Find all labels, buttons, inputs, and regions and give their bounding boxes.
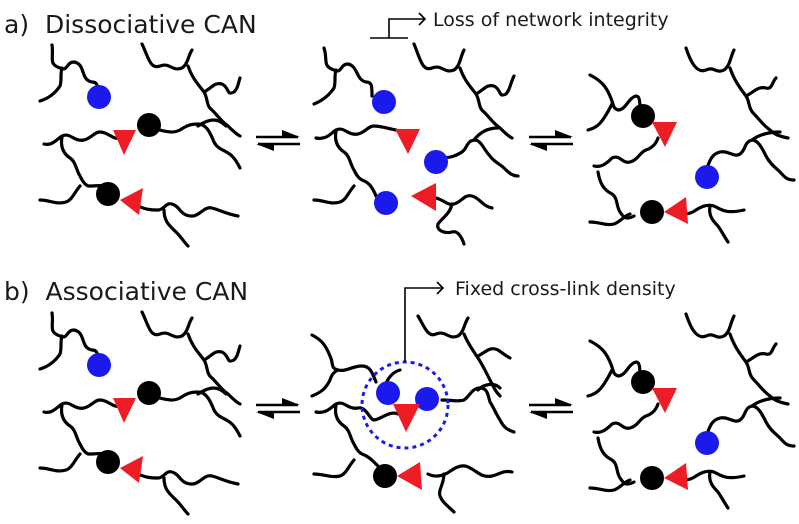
bonded-group	[96, 182, 120, 206]
exchange-partner	[664, 463, 688, 490]
equilibrium-arrows-icon	[256, 398, 300, 419]
exchange-partner	[664, 197, 688, 224]
panel-b: b) Associative CAN	[4, 277, 796, 516]
annotation-fixed-cross-link-density: Fixed cross-link density	[455, 278, 676, 300]
exchange-partner	[120, 188, 143, 215]
bonded-group	[640, 466, 664, 490]
exchange-partner	[113, 398, 136, 423]
panel-a-state-2	[312, 42, 520, 246]
equilibrium-arrows-icon	[529, 130, 573, 151]
bonded-group	[373, 464, 397, 488]
panel-a-state-3	[586, 46, 796, 244]
exchange-partner	[652, 388, 677, 413]
panel-a: a) Dissociative CAN	[4, 9, 796, 248]
free-group	[424, 150, 448, 174]
free-group	[695, 431, 719, 455]
free-group	[87, 353, 111, 377]
exchange-partner	[113, 130, 136, 155]
free-group	[415, 387, 439, 411]
panel-b-state-3	[586, 312, 796, 510]
exchange-partner	[397, 462, 422, 490]
free-group	[374, 191, 398, 215]
bonded-group	[640, 200, 664, 224]
free-group	[376, 381, 400, 405]
exchange-partner	[395, 129, 420, 154]
callout-arrow-icon	[370, 12, 427, 39]
bonded-group	[137, 113, 161, 137]
exchange-partner	[120, 456, 143, 483]
bonded-group	[137, 381, 161, 405]
panel-b-state-2	[310, 314, 516, 514]
panel-a-title: a) Dissociative CAN	[4, 10, 257, 39]
panel-a-state-1	[38, 42, 242, 248]
annotation-loss-of-network-integrity: Loss of network integrity	[433, 9, 669, 31]
free-group	[695, 165, 719, 189]
bonded-group	[96, 450, 120, 474]
equilibrium-arrows-icon	[529, 398, 573, 419]
equilibrium-arrows-icon	[256, 130, 300, 151]
free-group	[372, 90, 396, 114]
bonded-group	[631, 104, 655, 128]
panel-b-title: b) Associative CAN	[4, 277, 248, 306]
callout-arrow-icon	[404, 281, 445, 362]
exchange-partner	[393, 404, 420, 432]
bonded-group	[631, 370, 655, 394]
panel-b-state-1	[38, 310, 242, 516]
free-group	[87, 85, 111, 109]
exchange-partner	[652, 122, 677, 147]
exchange-partner	[411, 183, 436, 211]
